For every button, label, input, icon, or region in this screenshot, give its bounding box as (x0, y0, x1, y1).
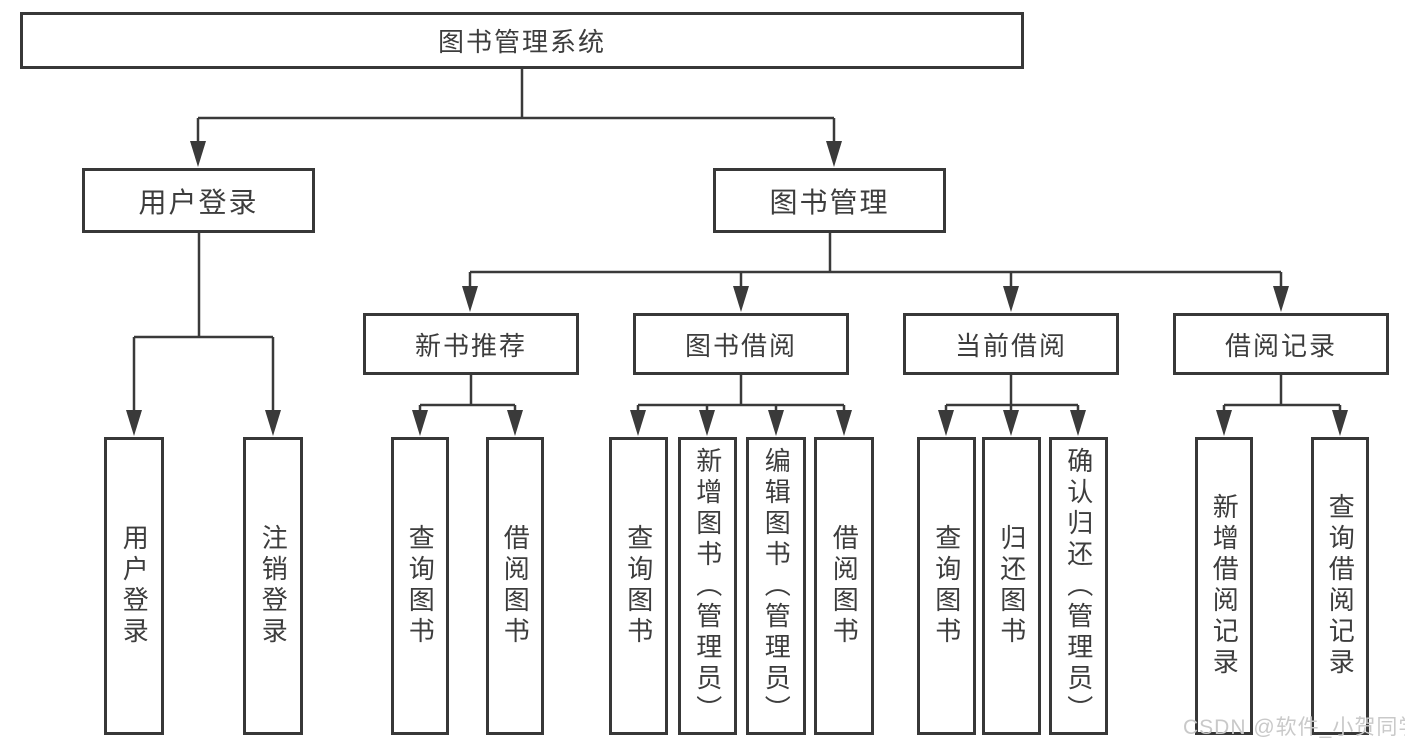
node-label: 借阅记录 (1224, 330, 1337, 361)
leaf-user-login: 用户登录 (104, 437, 164, 735)
arrowhead-icon (190, 141, 206, 167)
node-label: 查询图书 (405, 524, 436, 648)
leaf-add-books-admin: 新增图书（管理员） (678, 437, 737, 735)
node-label: 图书管理系统 (437, 27, 606, 57)
leaf-query-books: 查询图书 (609, 437, 668, 735)
connector-current-borrow-branch (944, 375, 1080, 414)
node-label: 新书推荐 (414, 330, 527, 361)
arrowhead-icon (462, 286, 478, 312)
arrowhead-icon (699, 410, 715, 436)
connector-book-borrow-branch (636, 375, 846, 414)
leaf-logout: 注销登录 (243, 437, 303, 735)
node-book-borrowing: 图书借阅 (633, 313, 849, 375)
arrowhead-icon (1332, 410, 1348, 436)
node-user-login: 用户登录 (82, 168, 315, 233)
arrowhead-icon (412, 410, 428, 436)
node-label: 查询图书 (931, 524, 962, 648)
leaf-edit-books-admin: 编辑图书（管理员） (746, 437, 806, 735)
arrowhead-icon (265, 410, 281, 436)
arrowhead-icon (1070, 410, 1086, 436)
node-label: 当前借阅 (954, 330, 1067, 361)
node-label: 图书借阅 (684, 330, 797, 361)
leaf-query-books: 查询图书 (917, 437, 976, 735)
node-label: 注销登录 (258, 524, 289, 648)
node-label: 借阅图书 (829, 524, 860, 648)
arrowhead-icon (126, 410, 142, 436)
connector-borrow-record-branch (1222, 375, 1342, 414)
node-new-book-recommendation: 新书推荐 (363, 313, 579, 375)
node-label: 新增借阅记录 (1209, 493, 1240, 679)
leaf-query-borrow-record: 查询借阅记录 (1311, 437, 1369, 735)
node-label: 借阅图书 (500, 524, 531, 648)
node-root-system: 图书管理系统 (20, 12, 1024, 69)
node-label: 新增图书（管理员） (692, 446, 723, 726)
connector-user-login-branch (132, 233, 275, 413)
node-label: 图书管理 (769, 186, 890, 218)
arrowhead-icon (507, 410, 523, 436)
connector-root-to-level2 (196, 68, 836, 144)
arrowhead-icon (768, 410, 784, 436)
arrowhead-icon (1003, 410, 1019, 436)
connector-lines (132, 68, 1342, 414)
node-label: 确认归还（管理员） (1063, 446, 1094, 726)
csdn-watermark: CSDN @软件_小贺同学 (1183, 716, 1405, 739)
leaf-add-borrow-record: 新增借阅记录 (1195, 437, 1253, 735)
arrowhead-icon (1003, 286, 1019, 312)
node-borrowing-records: 借阅记录 (1173, 313, 1389, 375)
leaf-confirm-return-admin: 确认归还（管理员） (1049, 437, 1108, 735)
connector-new-book-rec-branch (418, 375, 517, 414)
node-current-borrowing: 当前借阅 (903, 313, 1119, 375)
leaf-borrow-books: 借阅图书 (486, 437, 544, 735)
node-label: 查询借阅记录 (1325, 493, 1356, 679)
node-label: 查询图书 (623, 524, 654, 648)
node-book-management: 图书管理 (713, 168, 946, 233)
leaf-query-books: 查询图书 (391, 437, 449, 735)
node-label: 用户登录 (119, 524, 150, 648)
leaf-borrow-books: 借阅图书 (814, 437, 874, 735)
connector-book-mgmt-branch (468, 233, 1283, 290)
node-label: 归还图书 (996, 524, 1027, 648)
arrowhead-icon (826, 141, 842, 167)
arrowhead-icon (938, 410, 954, 436)
arrowhead-icon (1216, 410, 1232, 436)
arrowhead-icon (836, 410, 852, 436)
leaf-return-books: 归还图书 (982, 437, 1041, 735)
node-label: 编辑图书（管理员） (761, 446, 792, 726)
arrowhead-icon (733, 286, 749, 312)
arrowhead-icon (630, 410, 646, 436)
node-label: 用户登录 (138, 186, 259, 218)
arrowhead-icon (1273, 286, 1289, 312)
arrowheads (126, 141, 1348, 436)
